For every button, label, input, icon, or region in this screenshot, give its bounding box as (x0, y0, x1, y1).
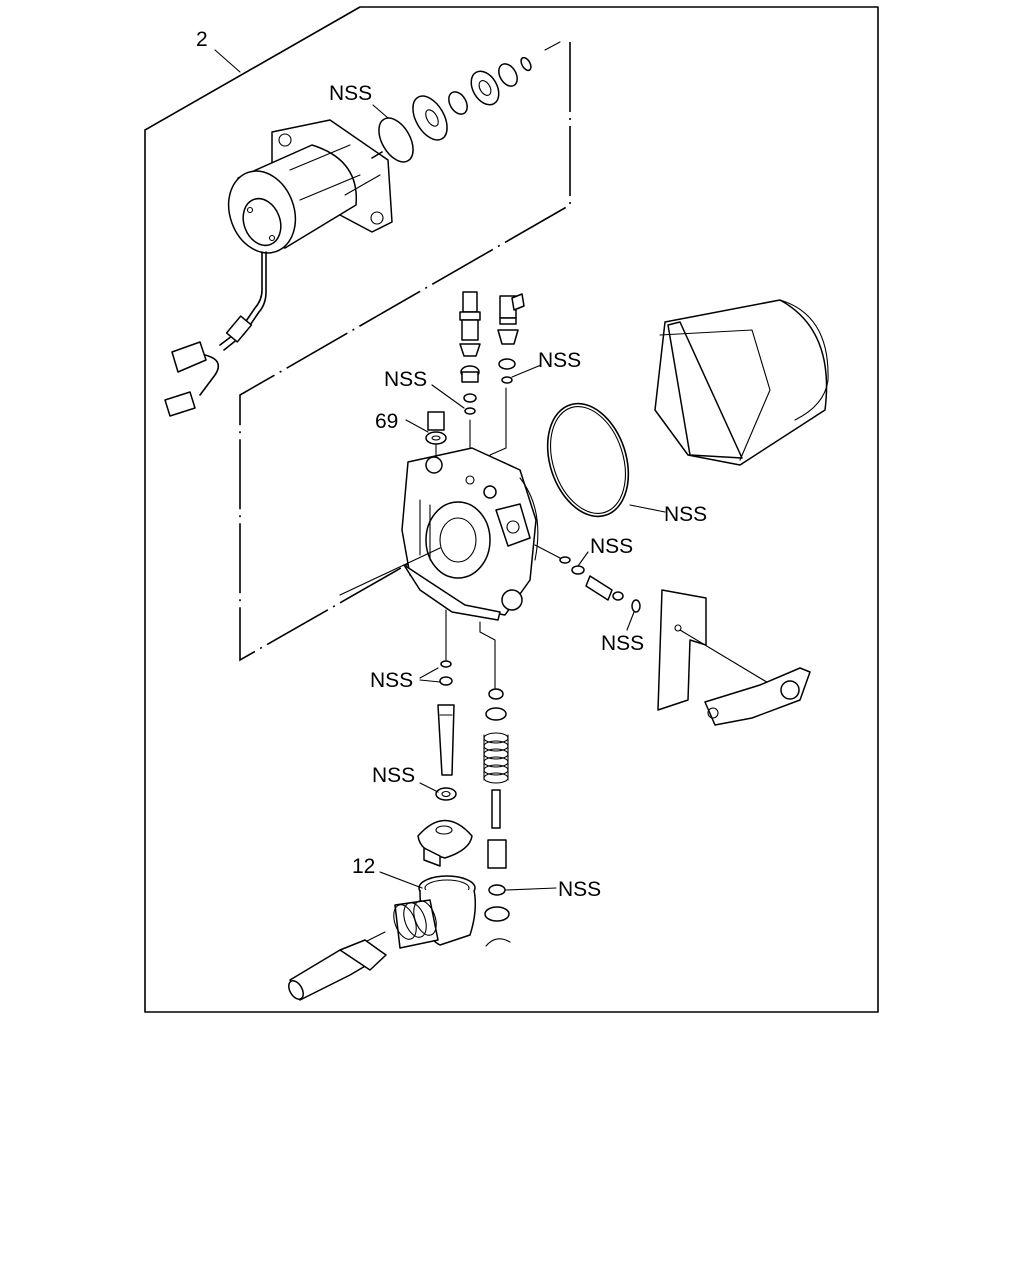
callout-nss-fitting-left: NSS (384, 368, 427, 391)
drain-plug (425, 411, 447, 459)
cover-assembly (546, 299, 829, 518)
callout-nss-spring-seal: NSS (558, 878, 601, 901)
spring-column (479, 621, 511, 947)
assembly-frame (144, 6, 879, 1013)
lever-assembly (288, 875, 477, 1001)
callout-nss-bracket: NSS (601, 632, 644, 655)
callout-item-69: 69 (375, 410, 398, 433)
compression-spring (483, 732, 509, 784)
motor-assembly (164, 119, 393, 417)
bracket-assembly (534, 544, 811, 726)
leader-lines (214, 49, 635, 891)
callout-item-12: 12 (352, 855, 375, 878)
callout-nss-fitting-right: NSS (538, 349, 581, 372)
callout-nss-shaft-washer: NSS (372, 764, 415, 787)
callout-nss-oring: NSS (664, 503, 707, 526)
callout-nss-shaft-seals: NSS (370, 669, 413, 692)
subassembly-outline (239, 42, 571, 662)
bearing-stack (378, 41, 561, 163)
main-housing (339, 447, 539, 621)
valve-fittings (459, 291, 525, 491)
callout-nss-pin: NSS (590, 535, 633, 558)
callout-nss-bearing: NSS (329, 82, 372, 105)
callout-labels: 2 NSS NSS NSS 69 NSS NSS NSS NSS NSS 12 … (196, 28, 707, 901)
callout-assembly-2: 2 (196, 28, 208, 51)
shaft-column (417, 609, 473, 867)
